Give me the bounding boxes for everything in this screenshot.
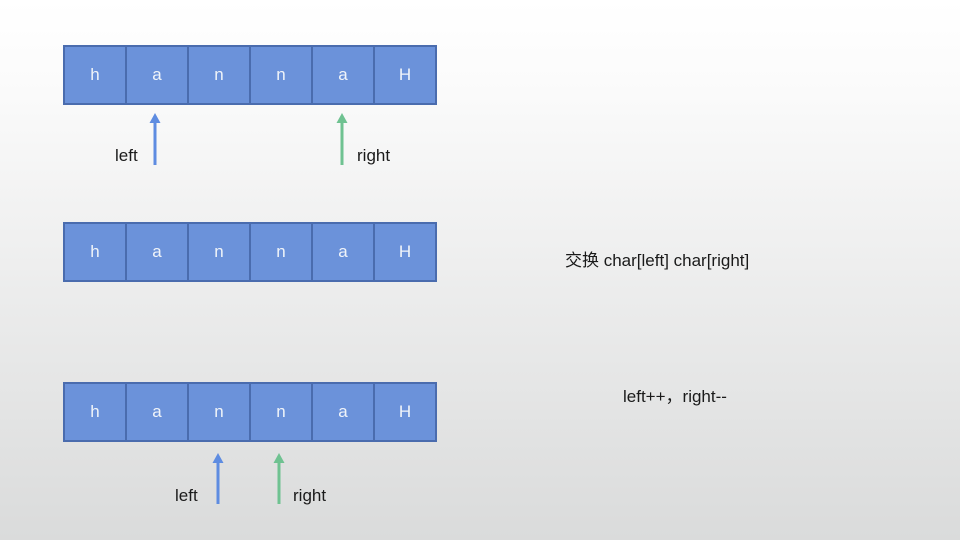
left-pointer-arrow-icon (149, 113, 161, 165)
array-cell: n (249, 384, 311, 440)
array-cell: H (373, 384, 435, 440)
right-pointer-arrow-icon (273, 453, 285, 504)
swap-step-annotation: 交换 char[left] char[right] (565, 251, 750, 270)
increment-step-annotation: left++，right-- (623, 387, 727, 406)
array-cell: h (65, 47, 125, 103)
array-cell: n (187, 47, 249, 103)
array-cell: n (249, 224, 311, 280)
array-cell: n (187, 384, 249, 440)
char-array-row-2: h a n n a H (63, 222, 437, 282)
array-cell: a (311, 384, 373, 440)
right-pointer-label: right (293, 486, 327, 505)
array-cell: h (65, 384, 125, 440)
array-cell: a (125, 224, 187, 280)
array-cell: a (125, 384, 187, 440)
right-pointer-label: right (357, 146, 391, 165)
array-cell: a (311, 47, 373, 103)
left-pointer-arrow-icon (212, 453, 224, 504)
left-pointer-label: left (115, 146, 138, 165)
char-array-row-1: h a n n a H (63, 45, 437, 105)
char-array-row-3: h a n n a H (63, 382, 437, 442)
array-cell: n (249, 47, 311, 103)
array-cell: H (373, 224, 435, 280)
array-cell: a (311, 224, 373, 280)
array-cell: H (373, 47, 435, 103)
left-pointer-label: left (175, 486, 198, 505)
right-pointer-arrow-icon (336, 113, 348, 165)
array-cell: h (65, 224, 125, 280)
array-cell: a (125, 47, 187, 103)
array-cell: n (187, 224, 249, 280)
